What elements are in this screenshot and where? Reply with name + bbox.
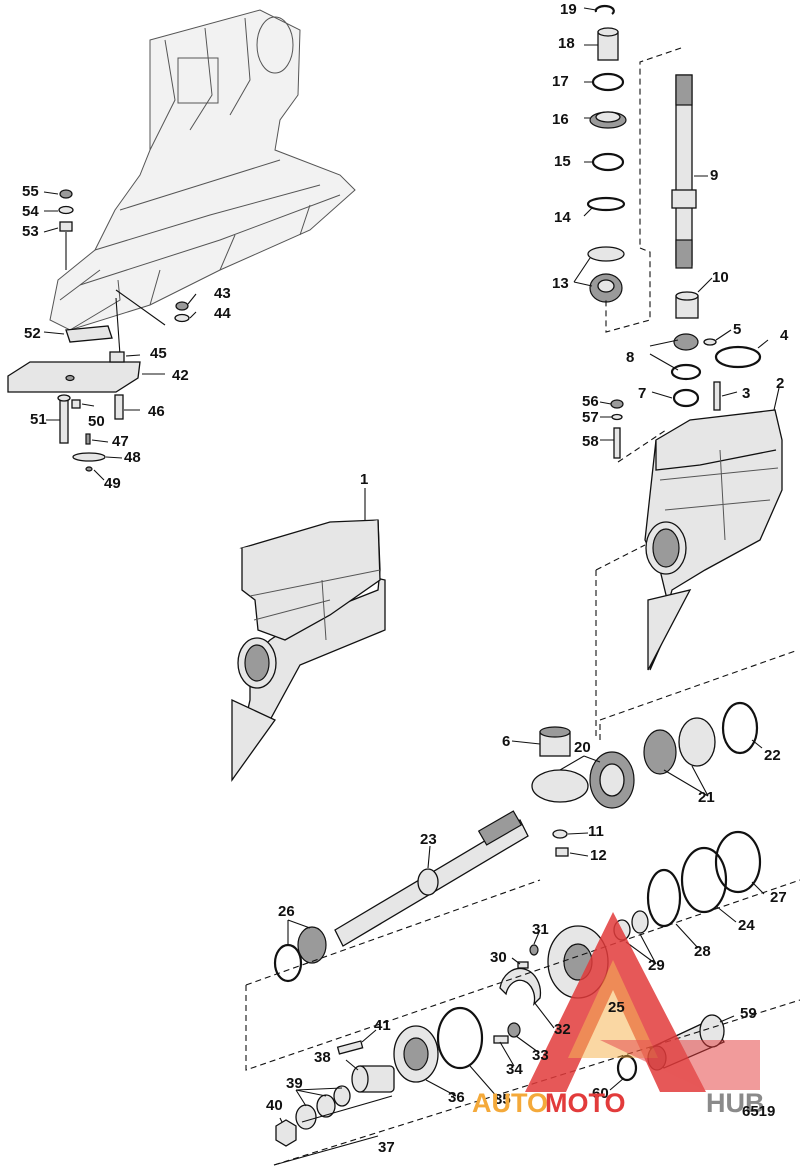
callout-44: 44 — [214, 305, 231, 322]
callout-27: 27 — [770, 889, 787, 906]
callout-58: 58 — [582, 433, 599, 450]
callout-29: 29 — [648, 957, 665, 974]
gear-housing-1 — [231, 519, 386, 783]
callout-57: 57 — [582, 409, 599, 426]
callout-34: 34 — [506, 1061, 523, 1078]
callout-21: 21 — [698, 789, 715, 806]
watermark-moto: MOTO — [545, 1088, 626, 1118]
callout-42: 42 — [172, 367, 189, 384]
callout-15: 15 — [554, 153, 571, 170]
callout-36: 36 — [448, 1089, 465, 1106]
callout-52: 52 — [24, 325, 41, 342]
callout-31: 31 — [532, 921, 549, 938]
callout-5: 5 — [733, 321, 741, 338]
ghost-upper-housing — [49, 9, 356, 331]
callout-12: 12 — [590, 847, 607, 864]
callout-13: 13 — [552, 275, 569, 292]
callout-43: 43 — [214, 285, 231, 302]
callout-40: 40 — [266, 1097, 283, 1114]
watermark-auto: AUTO — [472, 1088, 548, 1118]
callout-38: 38 — [314, 1049, 331, 1066]
callout-56: 56 — [582, 393, 599, 410]
callout-32: 32 — [554, 1021, 571, 1038]
callout-19: 19 — [560, 1, 577, 18]
callout-22: 22 — [764, 747, 781, 764]
callout-16: 16 — [552, 111, 569, 128]
callout-28: 28 — [694, 943, 711, 960]
watermark-hub: HUB — [706, 1088, 765, 1118]
callout-9: 9 — [710, 167, 718, 184]
callout-39: 39 — [286, 1075, 303, 1092]
callout-20: 20 — [574, 739, 591, 756]
callout-7: 7 — [638, 385, 646, 402]
gear-assembly — [245, 544, 800, 1166]
callout-55: 55 — [22, 183, 39, 200]
callout-4: 4 — [780, 327, 789, 344]
callout-46: 46 — [148, 403, 165, 420]
callout-25: 25 — [608, 999, 625, 1016]
gear-housing-2 — [644, 409, 783, 671]
left-parts — [7, 189, 190, 472]
callout-35: 35 — [494, 1091, 511, 1108]
callout-11: 11 — [588, 823, 604, 840]
callout-2: 2 — [776, 375, 784, 392]
callout-3: 3 — [742, 385, 750, 402]
callout-8: 8 — [626, 349, 634, 366]
callout-6: 6 — [502, 733, 510, 750]
callout-33: 33 — [532, 1047, 549, 1064]
callout-50: 50 — [88, 413, 105, 430]
callout-60: 60 — [592, 1085, 609, 1102]
callout-45: 45 — [150, 345, 167, 362]
callout-48: 48 — [124, 449, 141, 466]
callout-51: 51 — [30, 411, 47, 428]
callout-14: 14 — [554, 209, 571, 226]
callout-47: 47 — [112, 433, 129, 450]
leader-lines — [43, 7, 780, 1166]
callout-23: 23 — [420, 831, 437, 848]
callout-17: 17 — [552, 73, 569, 90]
callout-10: 10 — [712, 269, 729, 286]
callout-53: 53 — [22, 223, 39, 240]
callout-30: 30 — [490, 949, 507, 966]
diagram-id: 6519 — [742, 1103, 775, 1120]
callout-54: 54 — [22, 203, 39, 220]
callout-49: 49 — [104, 475, 121, 492]
callout-26: 26 — [278, 903, 295, 920]
callout-1: 1 — [360, 471, 368, 488]
driveshaft-parts — [586, 4, 762, 463]
callout-37: 37 — [378, 1139, 395, 1156]
callout-41: 41 — [374, 1017, 391, 1034]
triangle-logo-icon — [525, 912, 760, 1092]
callout-18: 18 — [558, 35, 575, 52]
callouts: 1234567891011121314151617181920212223242… — [22, 1, 789, 1156]
callout-59: 59 — [740, 1005, 757, 1022]
callout-24: 24 — [738, 917, 755, 934]
